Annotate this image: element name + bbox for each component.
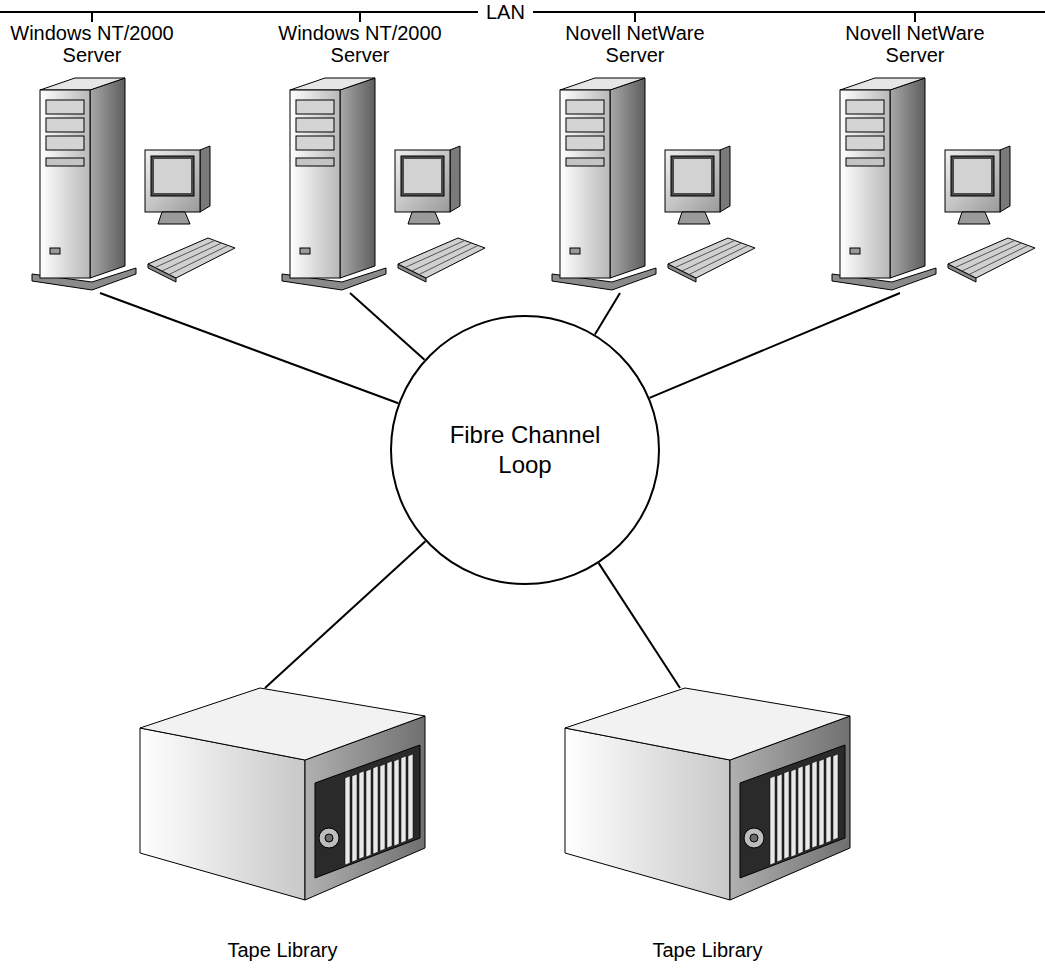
connection-line (595, 293, 620, 334)
server-label: Novell NetWare Server (545, 22, 725, 66)
device-label: Tape Library (565, 938, 850, 962)
server-label: Windows NT/2000 Server (270, 22, 450, 66)
server-illustration (282, 78, 485, 290)
server-illustration (32, 78, 235, 290)
connection-line (350, 293, 425, 360)
connection-line (359, 13, 361, 22)
server-node: Novell NetWare Server (825, 22, 1040, 293)
tape-library-illustration (565, 688, 850, 900)
loop-outline (390, 315, 660, 585)
tape-library-node: Tape Library (565, 688, 850, 962)
connection-line (91, 13, 93, 22)
tape-library-illustration (140, 688, 425, 900)
connection-line (100, 293, 398, 403)
server-node: Windows NT/2000 Server (2, 22, 237, 293)
connection-line (634, 13, 636, 22)
loop-label: Fibre Channel Loop (435, 420, 615, 480)
server-label: Windows NT/2000 Server (2, 22, 182, 66)
connection-line (599, 563, 680, 688)
lan-bus: LAN (0, 11, 1045, 13)
server-node: Novell NetWare Server (545, 22, 780, 293)
server-illustration (552, 78, 755, 290)
network-label: LAN (478, 1, 533, 23)
connection-line (914, 13, 916, 22)
connection-line (650, 293, 900, 398)
fibre-channel-loop: Fibre Channel Loop (390, 315, 660, 585)
device-label: Tape Library (140, 938, 425, 962)
server-label: Novell NetWare Server (825, 22, 1005, 66)
connection-line (265, 541, 425, 688)
server-illustration (832, 78, 1035, 290)
loop-circle (391, 316, 659, 584)
server-node: Windows NT/2000 Server (270, 22, 505, 293)
tape-library-node: Tape Library (140, 688, 425, 962)
